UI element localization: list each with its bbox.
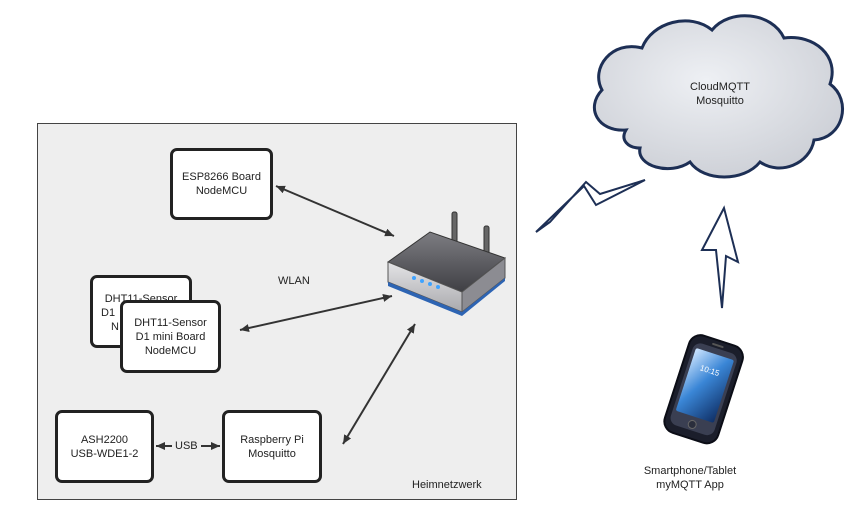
- usb-label: USB: [172, 439, 201, 453]
- phone-caption-line-2: myMQTT App: [656, 479, 724, 491]
- cloud-label-line-2: Mosquitto: [696, 95, 744, 107]
- phone-caption-line-1: Smartphone/Tablet: [643, 465, 737, 477]
- arrow-esp-router: [275, 185, 395, 237]
- arrow-raspberry-router: [342, 323, 416, 445]
- phone-caption: Smartphone/Tablet myMQTT App: [620, 464, 760, 492]
- smartphone-icon: 10:15: [663, 334, 744, 445]
- cloud-label: CloudMQTT Mosquitto: [660, 80, 780, 108]
- raspberry-pi-label: Raspberry Pi: [240, 433, 304, 446]
- usb-wde-label: USB-WDE1-2: [70, 447, 139, 460]
- wifi-router-icon: [386, 211, 507, 316]
- esp8266-board-box: ESP8266 Board NodeMCU: [170, 148, 273, 220]
- dht11-front-label-2: D1 mini Board: [135, 330, 206, 343]
- raspberry-pi-box: Raspberry Pi Mosquitto: [222, 410, 322, 483]
- dht11-back-label-2: D1: [101, 307, 116, 319]
- cloud-icon: [592, 14, 845, 179]
- ash2200-label: ASH2200: [80, 433, 129, 446]
- ash2200-box: ASH2200 USB-WDE1-2: [55, 410, 154, 483]
- dht11-sensor-box-front: DHT11-Sensor D1 mini Board NodeMCU: [120, 300, 221, 373]
- dht11-front-label-3: NodeMCU: [144, 344, 197, 357]
- raspberry-mosquitto-label: Mosquitto: [248, 447, 296, 460]
- dht11-front-label-1: DHT11-Sensor: [134, 316, 207, 329]
- lightning-cloud-phone-icon: [700, 205, 740, 309]
- cloud-label-line-1: CloudMQTT: [690, 81, 750, 93]
- esp8266-nodemcu-label: NodeMCU: [195, 185, 248, 197]
- esp8266-board-label: ESP8266 Board: [182, 171, 261, 183]
- wlan-label: WLAN: [278, 275, 310, 287]
- arrow-dht-router: [239, 294, 393, 332]
- lightning-router-cloud-icon: [535, 179, 646, 233]
- network-label: Heimnetzwerk: [412, 479, 482, 491]
- dht11-back-label-3: N: [111, 321, 119, 333]
